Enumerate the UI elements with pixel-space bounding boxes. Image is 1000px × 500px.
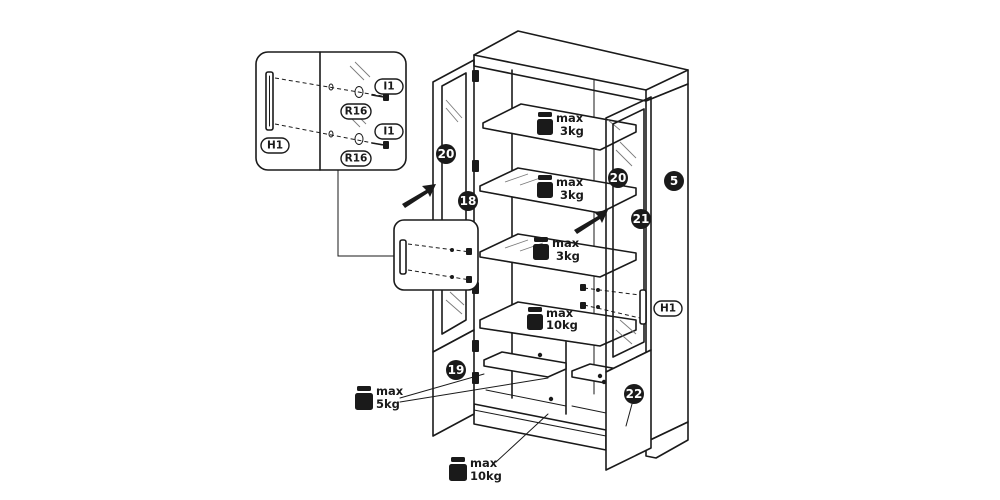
- h1-label-right: H1: [653, 300, 683, 317]
- svg-text:max: max: [556, 175, 584, 189]
- svg-text:21: 21: [633, 212, 650, 226]
- svg-text:I1: I1: [383, 81, 394, 93]
- weight-icon: [527, 307, 543, 330]
- part-badge-19: 19: [446, 360, 466, 380]
- weight-icon: [533, 237, 549, 260]
- weight-icon: [449, 457, 467, 481]
- svg-text:5kg: 5kg: [376, 397, 400, 411]
- load-limit-shelf2: max 3kg: [537, 175, 584, 202]
- i1-label-bottom: I1: [374, 123, 404, 140]
- part-badge-20-left: 20: [436, 144, 456, 164]
- cabinet-interior: [473, 65, 641, 425]
- svg-text:5: 5: [670, 174, 678, 188]
- h1-label-detail: H1: [260, 137, 290, 154]
- svg-text:3kg: 3kg: [560, 188, 584, 202]
- handle-detail-callout: [255, 51, 407, 257]
- part-badge-20-right: 20: [608, 168, 628, 188]
- svg-text:22: 22: [626, 387, 643, 401]
- svg-text:max: max: [546, 306, 574, 320]
- load-limit-shelf1: max 3kg: [537, 111, 584, 138]
- svg-text:20: 20: [610, 171, 627, 185]
- load-limit-lower-shelves: max 5kg: [355, 384, 404, 411]
- svg-text:max: max: [556, 111, 584, 125]
- part-badge-5: 5: [664, 171, 684, 191]
- load-limit-shelf3: max 3kg: [533, 236, 580, 263]
- svg-text:max: max: [470, 456, 498, 470]
- svg-text:3kg: 3kg: [560, 124, 584, 138]
- pointer-line: [399, 373, 485, 399]
- weight-icon: [355, 386, 373, 410]
- svg-text:max: max: [376, 384, 404, 398]
- svg-text:10kg: 10kg: [470, 469, 502, 483]
- svg-text:I1: I1: [383, 126, 394, 138]
- insert-arrow-right: [574, 210, 608, 234]
- svg-text:R16: R16: [345, 106, 368, 118]
- svg-text:H1: H1: [267, 140, 283, 152]
- load-limit-bottom: max 10kg: [449, 456, 502, 483]
- r16-label-top: R16: [340, 103, 372, 120]
- insert-arrow-left: [402, 184, 436, 208]
- svg-text:18: 18: [460, 194, 477, 208]
- part-badge-21: 21: [631, 209, 651, 229]
- pointer-line: [399, 377, 549, 403]
- part-badge-22: 22: [624, 384, 644, 404]
- handle-inset: [393, 219, 479, 291]
- weight-icon: [537, 175, 553, 198]
- part-badge-18: 18: [458, 191, 478, 211]
- r16-label-bottom: R16: [340, 150, 372, 167]
- svg-text:3kg: 3kg: [556, 249, 580, 263]
- svg-text:19: 19: [448, 363, 465, 377]
- weight-icon: [537, 112, 553, 135]
- pointer-line: [625, 403, 633, 427]
- svg-text:20: 20: [438, 147, 455, 161]
- svg-text:R16: R16: [345, 153, 368, 165]
- svg-text:10kg: 10kg: [546, 318, 578, 332]
- pointer-line: [495, 413, 549, 463]
- i1-label-top: I1: [374, 78, 404, 95]
- svg-text:H1: H1: [660, 303, 676, 315]
- left-lower-door: [432, 329, 479, 437]
- right-lower-door: [605, 349, 652, 471]
- svg-text:max: max: [552, 236, 580, 250]
- load-limit-shelf4: max 10kg: [527, 306, 578, 332]
